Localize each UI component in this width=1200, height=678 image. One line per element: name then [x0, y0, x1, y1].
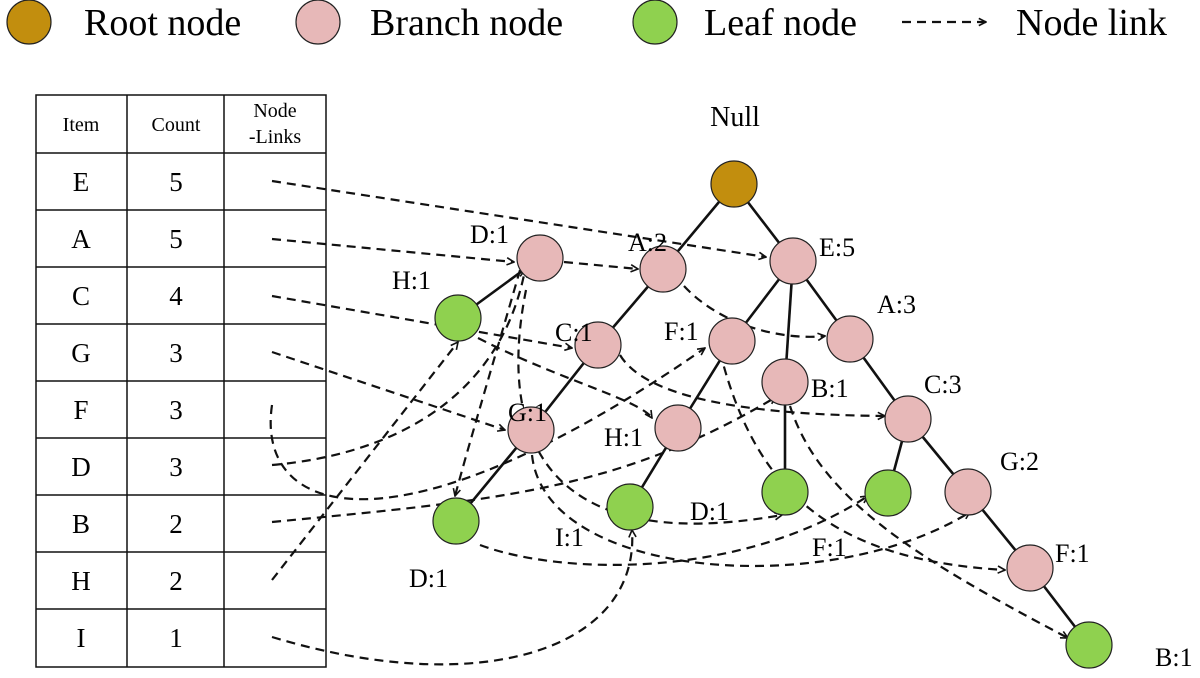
- node-label: I:1: [555, 523, 584, 552]
- count-cell: 5: [169, 224, 183, 254]
- node-label: H:1: [604, 423, 643, 452]
- node-label: G:2: [1000, 447, 1039, 476]
- count-cell: 2: [169, 509, 183, 539]
- node-links: [269, 179, 1068, 666]
- item-cell: F: [73, 395, 88, 425]
- branch-node: [507, 406, 555, 454]
- node-label: G:1: [508, 398, 547, 427]
- node-label: A:3: [877, 290, 916, 319]
- count-cell: 3: [169, 452, 183, 482]
- item-cell: D: [71, 452, 91, 482]
- branch-node: [574, 321, 622, 369]
- branch-node: [761, 358, 809, 406]
- node-label: F:1: [1055, 539, 1090, 568]
- branch-node: [1006, 544, 1054, 592]
- node-link: [718, 351, 1005, 570]
- node-label: C:3: [924, 370, 962, 399]
- node-link: [530, 454, 970, 568]
- legend-root-label: Root node: [84, 2, 241, 44]
- branch-node: [654, 404, 702, 452]
- legend-link-label: Node link: [1016, 2, 1167, 44]
- root-node: [710, 160, 758, 208]
- root-label: Null: [710, 102, 760, 133]
- header-table: Item Count Node -Links E 5 A 5 C 4 G 3 F…: [35, 94, 327, 668]
- node-link: [477, 337, 652, 418]
- branch-node: [516, 234, 564, 282]
- leaf-node: [606, 483, 654, 531]
- count-cell: 4: [169, 281, 183, 311]
- node-link: [269, 348, 705, 501]
- node-link: [683, 285, 825, 337]
- count-cell: 5: [169, 167, 183, 197]
- node-link: [271, 350, 505, 430]
- column-header-item: Item: [63, 114, 100, 136]
- branch-node: [639, 245, 687, 293]
- branch-node: [769, 237, 817, 285]
- column-header-node-links-2: -Links: [249, 126, 301, 148]
- legend-leaf-swatch: [632, 0, 678, 45]
- node-link: [271, 270, 525, 467]
- leaf-node: [1065, 621, 1113, 669]
- node-link: [271, 294, 572, 348]
- leaf-node: [432, 497, 480, 545]
- leaf-node: [864, 469, 912, 517]
- leaf-node: [434, 294, 482, 342]
- node-label: D:1: [470, 220, 509, 249]
- leaf-node: [761, 468, 809, 516]
- node-label: E:5: [819, 233, 855, 262]
- node-label: B:1: [811, 374, 849, 403]
- column-header-node-links: Node: [253, 100, 296, 122]
- branch-node: [708, 317, 756, 365]
- node-label: F:1: [664, 317, 699, 346]
- node-label: D:1: [690, 497, 729, 526]
- branch-node: [884, 395, 932, 443]
- branch-node: [944, 468, 992, 516]
- node-link: [517, 289, 782, 525]
- item-cell: H: [71, 566, 91, 596]
- branch-node: [826, 315, 874, 363]
- legend-leaf-label: Leaf node: [704, 2, 857, 44]
- node-link: [271, 342, 458, 581]
- node-label: A:2: [628, 228, 667, 257]
- tree-nodes: [432, 160, 1113, 669]
- node-link: [271, 179, 766, 257]
- count-cell: 3: [169, 338, 183, 368]
- item-cell: B: [72, 509, 90, 539]
- count-cell: 1: [169, 623, 183, 653]
- node-link: [788, 405, 1068, 639]
- count-cell: 2: [169, 566, 183, 596]
- node-label: B:1: [1155, 643, 1193, 672]
- node-label: H:1: [392, 266, 431, 295]
- legend-branch-label: Branch node: [370, 2, 563, 44]
- node-link: [563, 260, 638, 269]
- node-labels: Null E:5 A:3 C:3 G:2 F:1 B:1 F:1 B:1 D:1…: [392, 102, 1193, 672]
- count-cell: 3: [169, 395, 183, 425]
- node-link: [479, 496, 868, 566]
- item-cell: E: [73, 167, 90, 197]
- item-cell: C: [72, 281, 90, 311]
- node-label: C:1: [555, 318, 593, 347]
- item-cell: I: [77, 623, 86, 653]
- node-link: [271, 396, 776, 524]
- item-cell: G: [71, 338, 91, 368]
- node-label: D:1: [409, 564, 448, 593]
- item-cell: A: [71, 224, 91, 254]
- legend-root-swatch: [6, 0, 52, 45]
- node-link: [455, 269, 522, 496]
- legend-branch-swatch: [295, 0, 341, 45]
- legend: Root node Branch node Leaf node Node lin…: [6, 0, 1167, 45]
- node-label: F:1: [812, 533, 847, 562]
- node-link: [271, 530, 632, 666]
- column-header-count: Count: [152, 114, 201, 136]
- node-link: [271, 237, 514, 262]
